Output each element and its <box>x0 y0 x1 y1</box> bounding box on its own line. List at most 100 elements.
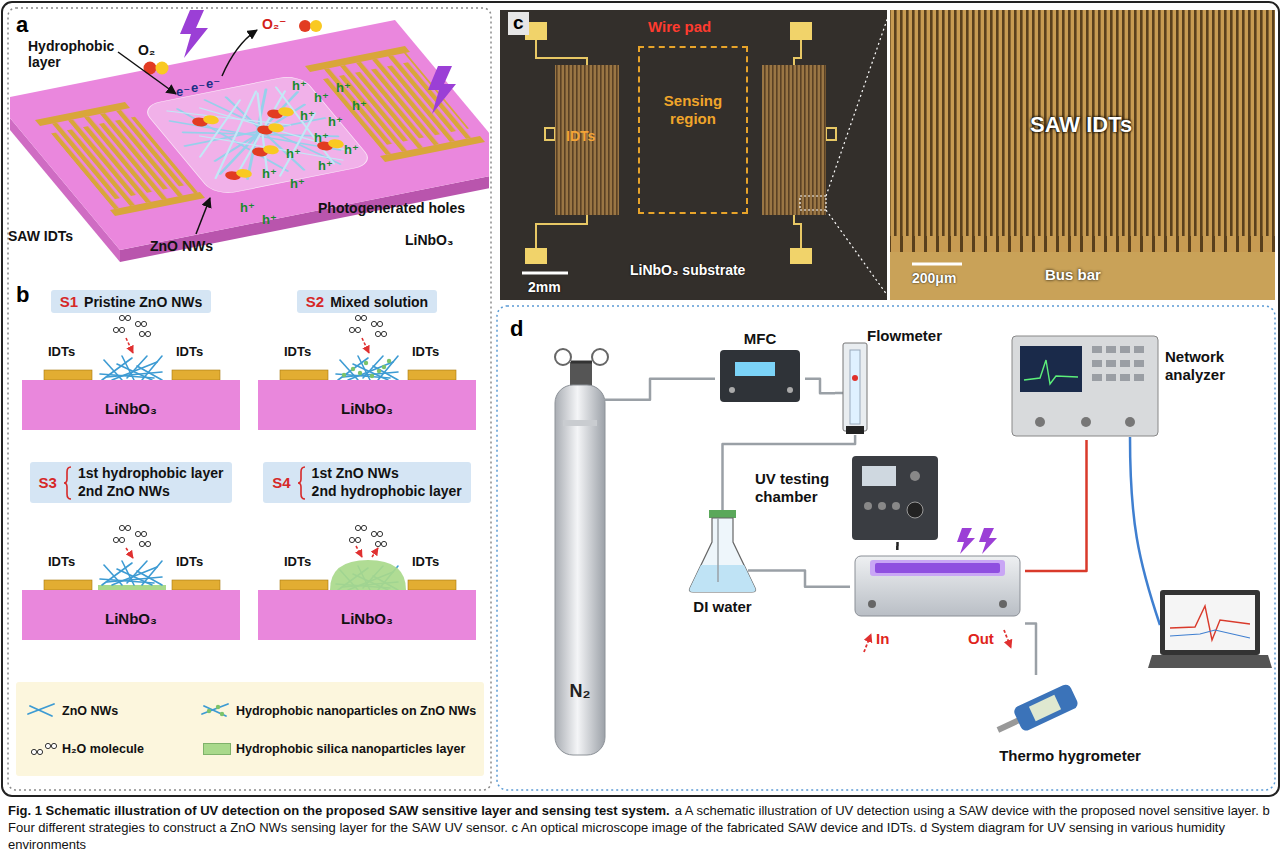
strategy-step: 2nd hydrophobic layer <box>312 483 462 501</box>
text-label: 200μm <box>912 270 956 287</box>
tube-connector <box>1025 624 1036 676</box>
text-label: h⁺ <box>352 98 367 114</box>
strategy-label: S1 Pristine ZnO NWs <box>51 290 212 313</box>
thermo-hygrometer: Thermo hygrometer <box>985 675 1155 775</box>
tube-connector <box>805 379 835 393</box>
device-label: In <box>876 630 916 648</box>
text-label: IDTs <box>176 344 203 360</box>
device-label: UV testing chamber <box>755 470 850 506</box>
device-label: MFC <box>715 330 805 348</box>
region-text: Sensing region <box>646 92 740 128</box>
text-label: e⁻ <box>206 76 220 92</box>
brace-path <box>298 467 305 499</box>
substrate-text: LiNbO₃ <box>105 400 157 417</box>
legend-text: Hydrophobic nanoparticles on ZnO NWs <box>236 704 476 719</box>
text-label: IDTs <box>176 554 203 570</box>
legend-text: Hydrophobic silica nanoparticles layer <box>236 742 465 757</box>
text-label: h⁺ <box>262 212 277 228</box>
legend-text: H₂O molecule <box>62 742 144 757</box>
text-label: e⁻ <box>191 80 205 96</box>
brace-symbol <box>297 466 306 500</box>
strategy-label: S3 1st hydrophobic layer2nd ZnO NWs <box>30 462 233 503</box>
text-label: IDTs <box>48 554 75 570</box>
substrate-text: LiNbO₃ <box>341 610 393 627</box>
device-label: Flowmeter <box>867 327 953 345</box>
text-label: e⁻ <box>176 84 190 100</box>
strategy-step: 1st hydrophobic layer <box>78 465 223 483</box>
text-label: SAW IDTs <box>8 228 73 245</box>
text-label: h⁺ <box>336 80 351 96</box>
tube-connector <box>1025 440 1087 571</box>
text-label: h⁺ <box>318 158 333 174</box>
strategy-steps: 1st hydrophobic layer2nd ZnO NWs <box>78 465 223 500</box>
strategy-steps: 1st ZnO NWs2nd hydrophobic layer <box>312 465 462 500</box>
strategy-label: S4 1st ZnO NWs2nd hydrophobic layer <box>263 462 471 503</box>
text-label: h⁺ <box>240 200 255 216</box>
text-label: IDTs <box>566 128 595 145</box>
strategy-label: S2 Mixed solution <box>297 290 437 313</box>
text-label: Wire pad <box>648 18 711 36</box>
strategy-id: S1 <box>60 293 78 310</box>
brace-path <box>64 467 71 499</box>
text-label: O₂ <box>138 42 155 59</box>
tube-connector <box>723 435 856 510</box>
strategy-id: S3 <box>39 474 57 491</box>
device-label: DI water <box>680 598 765 616</box>
strategy-step: 1st ZnO NWs <box>312 465 462 483</box>
substrate-block: LiNbO₃ <box>258 590 476 640</box>
text-label: Hydrophobic layer <box>28 38 128 70</box>
sensing-region: Sensing region <box>638 46 748 214</box>
figure-caption: Fig. 1 Schematic illustration of UV dete… <box>8 802 1273 853</box>
strategy-id: S4 <box>272 474 290 491</box>
device-label: Thermo hygrometer <box>985 747 1155 765</box>
substrate-block: LiNbO₃ <box>258 380 476 430</box>
mass-flow-controller: MFC <box>715 330 805 405</box>
substrate-block: LiNbO₃ <box>22 590 240 640</box>
substrate-text: LiNbO₃ <box>341 400 393 417</box>
text-label: h⁺ <box>314 90 329 106</box>
strategy-text: Pristine ZnO NWs <box>84 294 202 310</box>
text-label: LiNbO₃ substrate <box>630 262 745 279</box>
flowmeter: Flowmeter <box>835 325 953 435</box>
tube-connector <box>765 571 850 587</box>
text-label: Bus bar <box>1045 266 1101 284</box>
text-label: Photogenerated holes <box>318 200 465 217</box>
text-label: IDTs <box>412 554 439 570</box>
text-label: h⁺ <box>262 166 277 182</box>
text-label: b <box>16 282 29 308</box>
substrate-block: LiNbO₃ <box>22 380 240 430</box>
strategy-step: 2nd ZnO NWs <box>78 483 223 501</box>
device-label: Out <box>968 630 1018 648</box>
legend-swatch <box>203 743 231 755</box>
text-label: h⁺ <box>300 108 315 124</box>
text-label: IDTs <box>48 344 75 360</box>
text-label: c <box>508 12 529 35</box>
text-label: h⁺ <box>328 114 343 130</box>
text-label: IDTs <box>412 344 439 360</box>
gas-cylinder: N₂ <box>555 385 605 755</box>
text-label: a <box>16 12 28 38</box>
caption-title: Fig. 1 Schematic illustration of UV dete… <box>8 803 670 818</box>
device-label: Network analyzer <box>1165 348 1263 384</box>
tube-connector <box>605 379 715 400</box>
substrate-text: LiNbO₃ <box>105 610 157 627</box>
device-label: N₂ <box>555 681 605 703</box>
water-flask: DI water <box>680 510 765 620</box>
text-label: h⁺ <box>286 146 301 162</box>
text-label: IDTs <box>284 344 311 360</box>
text-label: 2mm <box>528 279 561 296</box>
text-label: h⁺ <box>292 78 307 94</box>
text-label: ZnO NWs <box>150 238 213 255</box>
strategy-id: S2 <box>306 293 324 310</box>
text-label: O₂⁻ <box>262 16 287 33</box>
text-label: LiNbO₃ <box>405 232 453 249</box>
text-label: IDTs <box>284 554 311 570</box>
legend-text: ZnO NWs <box>62 704 118 719</box>
text-label: SAW IDTs <box>1030 112 1132 138</box>
strategy-text: Mixed solution <box>330 294 428 310</box>
test-chamber: In Out <box>850 550 1025 655</box>
text-label: h⁺ <box>290 176 305 192</box>
tube-connector <box>896 542 899 550</box>
